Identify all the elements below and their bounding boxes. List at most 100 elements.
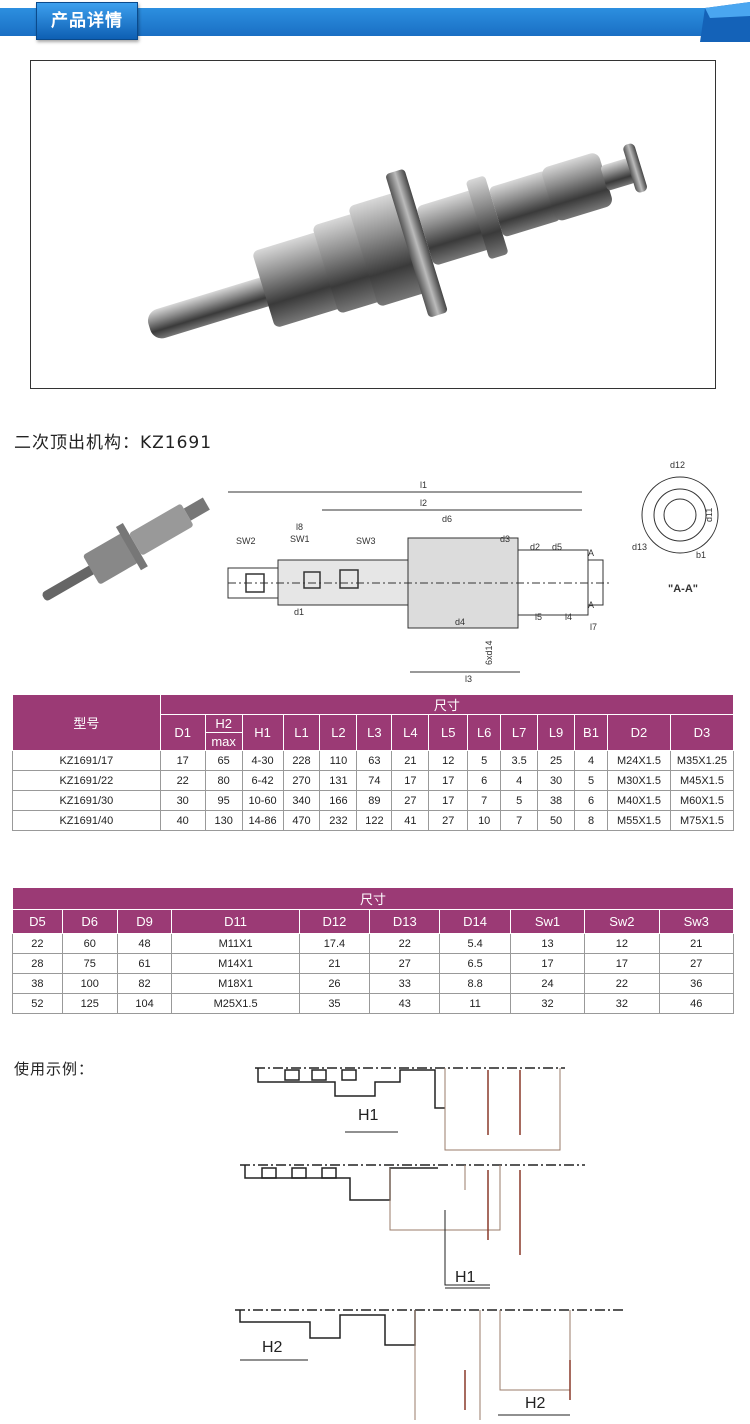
model-header: 型号	[12, 694, 161, 751]
table-cell: 27	[369, 953, 441, 974]
table-cell: 3.5	[500, 750, 539, 771]
table-cell: 32	[509, 993, 586, 1014]
table-cell: 5	[500, 790, 539, 811]
dim-d6: d6	[442, 514, 452, 524]
table-cell: 8	[574, 810, 608, 831]
section-d12: d12	[670, 460, 685, 470]
table-cell: 11	[439, 993, 511, 1014]
table-cell: 22	[12, 933, 63, 954]
table-cell: 50	[537, 810, 576, 831]
table-cell: 125	[61, 993, 118, 1014]
table-cell: 340	[282, 790, 321, 811]
table-cell: 17	[391, 770, 430, 791]
col-D2: D2	[606, 714, 671, 751]
table-cell: 6	[467, 770, 502, 791]
col-D5: D5	[12, 909, 63, 934]
table-cell: 63	[356, 750, 393, 771]
table-cell: 228	[282, 750, 321, 771]
col-L9: L9	[537, 714, 576, 751]
table-cell: 17	[584, 953, 660, 974]
header-banner: 产品详情	[0, 0, 750, 44]
section-b1: b1	[696, 550, 706, 560]
col-H1: H1	[241, 714, 284, 751]
table-cell: 122	[356, 810, 393, 831]
usage-label-h2-b: H2	[525, 1395, 546, 1412]
table-cell: 4-30	[241, 750, 284, 771]
table-cell: 27	[658, 953, 735, 974]
usage-label-h1-b: H1	[455, 1269, 476, 1286]
table-cell: 17	[428, 770, 469, 791]
table-cell: 5	[467, 750, 502, 771]
table-cell: M55X1.5	[606, 810, 671, 831]
dim-l2: l2	[420, 498, 427, 508]
small-product-photo	[42, 497, 210, 601]
table-cell: 12	[428, 750, 469, 771]
usage-diagram: H1 H1 H2 H2	[230, 1060, 630, 1420]
table-cell: 26	[298, 973, 371, 994]
mechanism-title: 二次顶出机构：KZ1691	[14, 433, 213, 453]
table-cell: 25	[537, 750, 576, 771]
section-mark-a-top: A	[588, 548, 594, 558]
table-cell: 10-60	[241, 790, 284, 811]
dim-d2: d2	[530, 542, 540, 552]
table-cell: M18X1	[171, 973, 300, 994]
dim-l3: l3	[465, 674, 472, 684]
table-cell: 65	[204, 750, 243, 771]
col-L7: L7	[500, 714, 539, 751]
col-D11: D11	[171, 909, 300, 934]
dim-d3: d3	[500, 534, 510, 544]
dim-sw3: SW3	[356, 536, 376, 546]
usage-label-h1-a: H1	[358, 1107, 379, 1124]
table-cell: 27	[391, 790, 430, 811]
section-aa-title: "A-A"	[668, 583, 698, 595]
table-cell: 89	[356, 790, 393, 811]
dimension-header: 尺寸	[159, 694, 735, 715]
table-cell: 4	[574, 750, 608, 771]
table-cell: 22	[159, 770, 206, 791]
dim-l1: l1	[420, 480, 427, 490]
banner-corner-decoration	[700, 2, 750, 42]
col-H2-max: max	[204, 732, 243, 751]
table-cell: 80	[204, 770, 243, 791]
table-cell: 104	[116, 993, 173, 1014]
table-cell: 8.8	[439, 973, 511, 994]
dim-d4: d4	[455, 617, 465, 627]
col-L2: L2	[319, 714, 358, 751]
table-cell: 46	[658, 993, 735, 1014]
dim-l4: l4	[565, 612, 572, 622]
dim-sw1: SW1	[290, 534, 310, 544]
table-cell: M24X1.5	[606, 750, 671, 771]
table-cell: 32	[584, 993, 660, 1014]
model-cell: KZ1691/22	[12, 770, 161, 791]
table-cell: 5.4	[439, 933, 511, 954]
usage-label-h2-a: H2	[262, 1339, 283, 1356]
col-D6: D6	[61, 909, 118, 934]
usage-title: 使用示例：	[14, 1060, 95, 1078]
table-cell: 52	[12, 993, 63, 1014]
table-cell: 82	[116, 973, 173, 994]
table-cell: 36	[658, 973, 735, 994]
product-photo	[30, 60, 716, 389]
table-cell: 17.4	[298, 933, 371, 954]
table-cell: M35X1.25	[669, 750, 735, 771]
ejector-shaft-image	[147, 143, 647, 339]
dim-sw2: SW2	[236, 536, 256, 546]
table-cell: 41	[391, 810, 430, 831]
table-cell: M45X1.5	[669, 770, 735, 791]
table-cell: 110	[319, 750, 358, 771]
table-cell: 24	[509, 973, 586, 994]
col-L3: L3	[356, 714, 393, 751]
table-cell: 5	[574, 770, 608, 791]
table-cell: 6.5	[439, 953, 511, 974]
table-cell: 130	[204, 810, 243, 831]
table-cell: M14X1	[171, 953, 300, 974]
table-cell: 21	[658, 933, 735, 954]
table-cell: 75	[61, 953, 118, 974]
